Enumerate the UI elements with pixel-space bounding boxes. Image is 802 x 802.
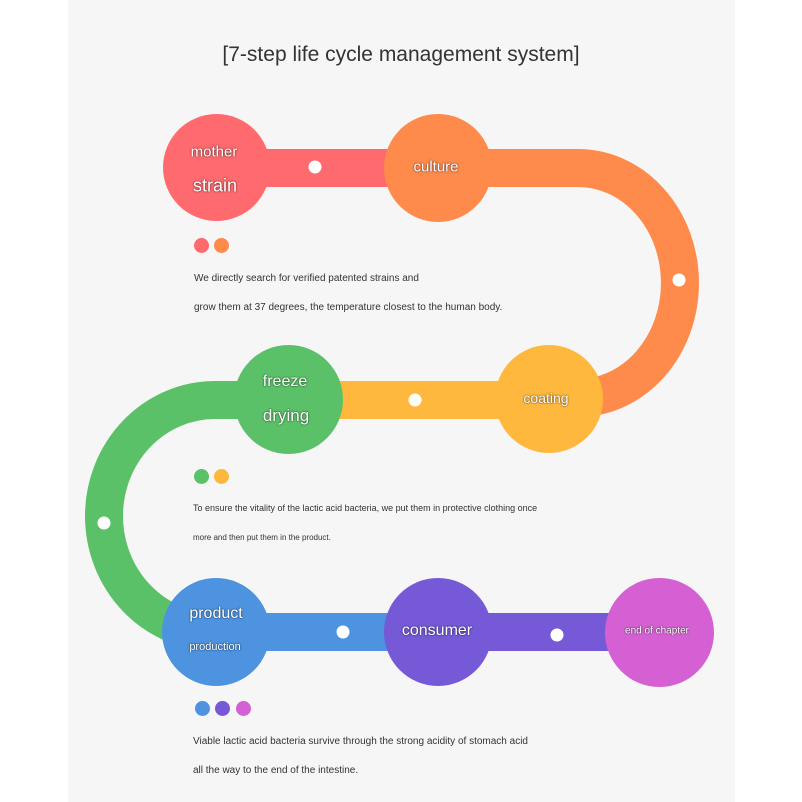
node-product-production-line2: production [189,641,241,653]
node-freeze-drying-line1: freeze [262,373,308,390]
page-title: [7-step life cycle management system] [222,43,580,66]
description-2-line2: more and then put them in the product. [193,533,331,542]
path-marker [408,393,422,407]
legend-dot-green [194,469,209,484]
node-mother-strain-line2: strain [192,175,238,196]
node-coating [495,345,603,453]
description-1-line1: We directly search for verified patented… [194,273,419,284]
node-culture-label: culture [413,158,459,176]
node-consumer [384,578,492,686]
path-marker [672,273,686,287]
node-coating-label: coating [523,390,569,406]
path-marker [336,625,350,639]
node-mother-strain [163,114,270,221]
path-marker [550,628,564,642]
path-marker [97,516,111,530]
node-freeze-drying-line2: drying [262,406,310,425]
node-product-production-line1: product [189,605,243,622]
node-consumer-label: consumer [401,622,473,639]
description-1-line2: grow them at 37 degrees, the temperature… [194,302,503,313]
description-3-line2: all the way to the end of the intestine. [193,765,359,776]
node-end-of-chapter [605,578,714,687]
legend-dot-purple [215,701,230,716]
node-culture [384,114,492,222]
legend-dot-red [194,238,209,253]
description-2-line1: To ensure the vitality of the lactic aci… [193,503,538,513]
path-marker [308,160,322,174]
node-product-production [162,578,270,686]
legend-dot-blue [195,701,210,716]
node-freeze-drying [234,345,343,454]
node-end-of-chapter-label: end of chapter [625,625,689,637]
legend-dot-pink [236,701,251,716]
legend-dot-orange [214,238,229,253]
description-3-line1: Viable lactic acid bacteria survive thro… [193,736,528,747]
legend-dot-yellow [214,469,229,484]
node-mother-strain-line1: mother [190,143,238,161]
